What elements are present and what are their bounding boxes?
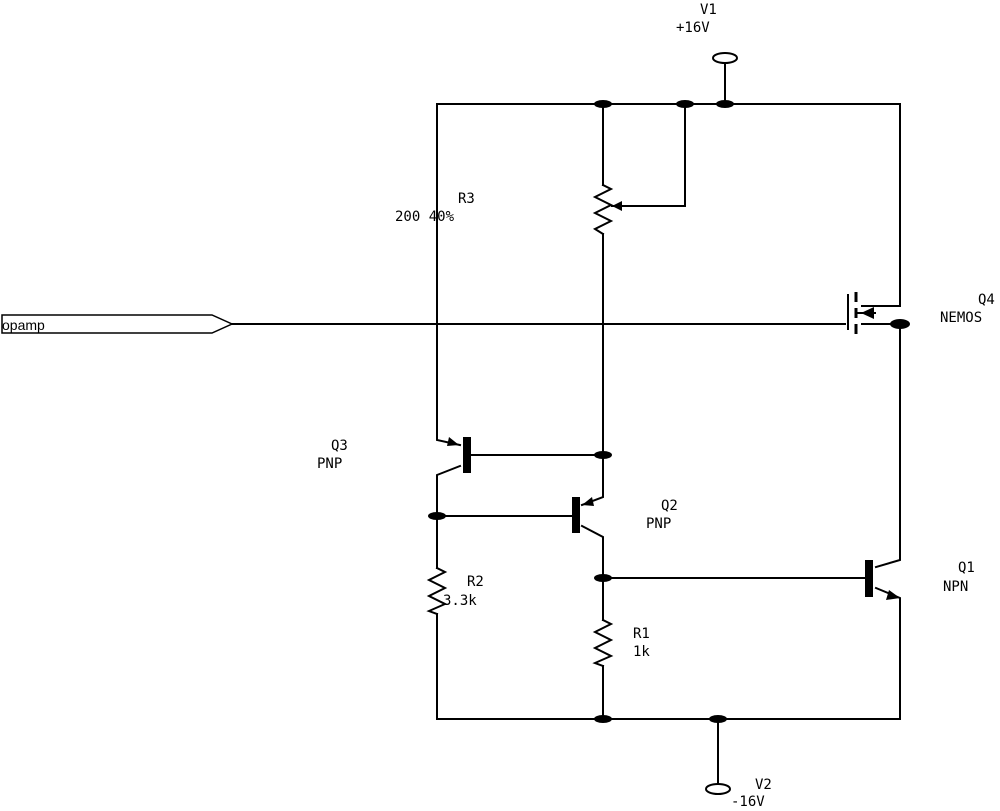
- r3-name-label: R3: [458, 191, 475, 207]
- q4-type-label: NEMOS: [940, 310, 982, 326]
- r1-value-label: 1k: [633, 644, 650, 660]
- v1-terminal-icon[interactable]: [712, 52, 738, 64]
- junction-dot: [594, 451, 612, 459]
- junction-dots: [428, 100, 910, 723]
- r2-name-label: R2: [467, 574, 484, 590]
- v1-name-label: V1: [700, 2, 717, 18]
- q3-transistor[interactable]: [447, 437, 471, 473]
- q1-type-label: NPN: [943, 579, 968, 595]
- q3-name-label: Q3: [331, 438, 348, 454]
- v2-name-label: V2: [755, 777, 772, 793]
- r2-value-label: 3.3k: [443, 593, 477, 609]
- emitter-arrow-icon: [447, 437, 459, 446]
- r1-name-label: R1: [633, 626, 650, 642]
- opamp-port[interactable]: opamp: [1, 314, 234, 334]
- emitter-arrow-icon: [886, 590, 900, 600]
- q4-mosfet[interactable]: [847, 292, 876, 334]
- emitter-arrow-icon: [582, 497, 594, 506]
- wires: [231, 63, 901, 784]
- junction-dot: [428, 512, 446, 520]
- component-labels: V1 +16V R3 200 40% Q4 NEMOS Q3 PNP Q2 PN…: [317, 2, 995, 810]
- r2-resistor[interactable]: [426, 566, 448, 616]
- r3-potentiometer[interactable]: [592, 183, 622, 236]
- q2-type-label: PNP: [646, 516, 671, 532]
- body-arrow-icon: [861, 307, 874, 319]
- junction-dot: [890, 319, 910, 329]
- r3-value-label: 200 40%: [395, 209, 455, 225]
- q1-name-label: Q1: [958, 560, 975, 576]
- v1-value-label: +16V: [676, 20, 710, 36]
- junction-dot: [594, 715, 612, 723]
- q2-name-label: Q2: [661, 498, 678, 514]
- port-label: opamp: [2, 317, 45, 333]
- junction-dot: [594, 100, 612, 108]
- wiper-arrow-icon: [612, 201, 622, 211]
- junction-dot: [676, 100, 694, 108]
- resistor-zigzag-icon: [592, 183, 614, 236]
- q3-type-label: PNP: [317, 456, 342, 472]
- v2-terminal-icon[interactable]: [705, 783, 731, 795]
- r1-resistor[interactable]: [592, 618, 614, 668]
- junction-dot: [709, 715, 727, 723]
- junction-dot: [716, 100, 734, 108]
- q2-transistor[interactable]: [572, 497, 594, 533]
- q4-name-label: Q4: [978, 292, 995, 308]
- q1-transistor[interactable]: [865, 560, 900, 600]
- port-arrow-icon: [1, 314, 234, 334]
- v2-value-label: -16V: [731, 794, 765, 810]
- junction-dot: [594, 574, 612, 582]
